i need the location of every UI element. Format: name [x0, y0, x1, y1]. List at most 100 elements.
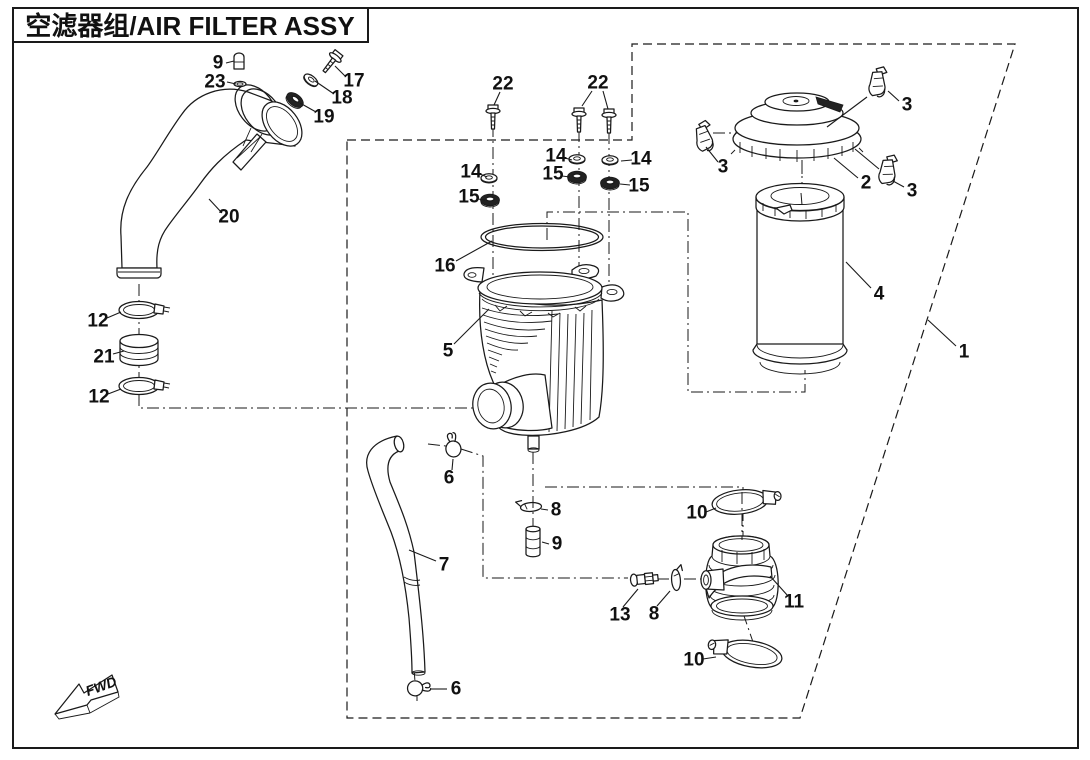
- part-9-plug-drain: [526, 526, 540, 557]
- callout-17-2: 17: [343, 71, 364, 92]
- callout-13-29: 13: [609, 605, 630, 626]
- leader-line-14-15: [565, 158, 572, 160]
- callout-2-19: 2: [861, 173, 872, 194]
- callout-8-30: 8: [649, 604, 660, 625]
- leader-line-22-11: [494, 92, 500, 105]
- leader-line-20-5: [209, 199, 222, 213]
- leader-line-12-6: [107, 312, 121, 318]
- callout-8-27: 8: [551, 500, 562, 521]
- part-4-filter-element: [753, 184, 847, 375]
- callout-4-23: 4: [874, 284, 885, 305]
- leader-line-22-12: [603, 91, 608, 109]
- callout-10-33: 10: [683, 650, 704, 671]
- callout-12-6: 12: [87, 311, 108, 332]
- part-20-intake-tube: [117, 77, 310, 278]
- part-12-clamp-lower: [118, 376, 171, 396]
- page-frame: [13, 8, 1078, 748]
- page-title: 空滤器组/AIR FILTER ASSY: [25, 11, 354, 41]
- part-3-clips: [693, 64, 900, 187]
- leader-line-13-29: [623, 589, 638, 607]
- part-12-clamp-upper: [118, 300, 171, 320]
- leader-line-6-25: [452, 459, 453, 470]
- leader-line-17-2: [335, 66, 346, 77]
- leader-line-16-10: [456, 241, 492, 261]
- center-lines-top: [742, 163, 802, 540]
- leader-line-8-27: [541, 509, 548, 510]
- callout-18-3: 18: [331, 88, 352, 109]
- callout-5-9: 5: [443, 341, 454, 362]
- leader-line-19-4: [300, 103, 316, 112]
- leader-line-12-8: [108, 389, 121, 394]
- part-13-fitting: [630, 572, 659, 587]
- callout-22-11: 22: [492, 74, 513, 95]
- callout-15-18: 15: [628, 176, 650, 197]
- leader-line-5-9: [454, 309, 489, 344]
- leader-line-18-3: [315, 81, 334, 94]
- part-22-bolts: [485, 104, 617, 134]
- part-8-clamp-drain: [514, 498, 543, 514]
- callout-21-7: 21: [93, 347, 115, 368]
- leader-line-15-18: [620, 184, 630, 185]
- callout-3-21: 3: [718, 157, 729, 178]
- leader-line-10-31: [706, 508, 716, 512]
- leader-line-11-32: [770, 576, 788, 596]
- part-6-clamp-lower: [405, 677, 433, 698]
- fwd-direction-arrow: FWD: [55, 673, 119, 719]
- part-5-housing: [464, 265, 624, 453]
- part-9-plug-top: [234, 53, 244, 69]
- leader-line-8-30: [657, 591, 670, 606]
- leader-line-10-33: [703, 657, 716, 659]
- leader-line-9-28: [542, 542, 549, 544]
- leader-line-7-26: [409, 550, 436, 561]
- part-10-clamp-upper: [710, 485, 784, 518]
- part-18-washer: [300, 71, 321, 90]
- part-7-drain-tube: [367, 435, 425, 675]
- leader-line-9-0: [226, 61, 234, 63]
- callout-6-25: 6: [444, 468, 455, 489]
- callout-6-34: 6: [451, 679, 462, 700]
- callout-19-4: 19: [313, 107, 334, 128]
- leader-line-3-22: [893, 181, 904, 187]
- callout-7-26: 7: [439, 555, 450, 576]
- callout-12-8: 12: [88, 387, 109, 408]
- tube-bracket: [233, 134, 266, 170]
- callout-9-0: 9: [213, 53, 224, 74]
- part-8-clamp-breather: [669, 563, 685, 592]
- leader-line-1-24: [928, 320, 956, 346]
- part-21-sleeve: [120, 335, 158, 366]
- callout-9-28: 9: [552, 534, 563, 555]
- callout-23-1: 23: [204, 72, 225, 93]
- callout-22-12: 22: [587, 73, 608, 94]
- callout-14-15: 14: [545, 146, 567, 167]
- callout-10-31: 10: [686, 503, 707, 524]
- part-2-cover: [731, 93, 863, 162]
- title-box: [13, 8, 368, 42]
- leader-line-2-19: [834, 158, 858, 178]
- leader-line-14-13: [480, 174, 487, 177]
- callout-20-5: 20: [218, 207, 239, 228]
- leader-line-4-23: [846, 262, 871, 288]
- callout-14-13: 14: [460, 162, 482, 183]
- leader-line-22-12: [582, 91, 592, 106]
- callout-1-24: 1: [959, 342, 970, 363]
- leader-line-23-1: [227, 82, 236, 84]
- leader-line-3-20: [888, 91, 899, 101]
- callout-15-14: 15: [458, 187, 480, 208]
- leader-line-14-17: [621, 160, 632, 161]
- leader-line-15-14: [478, 199, 485, 200]
- callout-16-10: 16: [434, 256, 455, 277]
- leader-line-21-7: [113, 351, 124, 354]
- leader-line-15-16: [562, 176, 570, 177]
- assembly-boundary: [347, 44, 1015, 718]
- part-6-clamp-upper: [442, 431, 464, 459]
- callout-3-20: 3: [902, 95, 913, 116]
- callout-11-32: 11: [784, 592, 805, 613]
- callout-3-22: 3: [907, 181, 918, 202]
- leader-line-3-21: [706, 147, 718, 162]
- part-10-clamp-lower: [705, 632, 785, 673]
- part-11-outlet-boot: [701, 536, 778, 620]
- part-16-o-ring: [481, 224, 603, 251]
- callout-15-16: 15: [542, 164, 564, 185]
